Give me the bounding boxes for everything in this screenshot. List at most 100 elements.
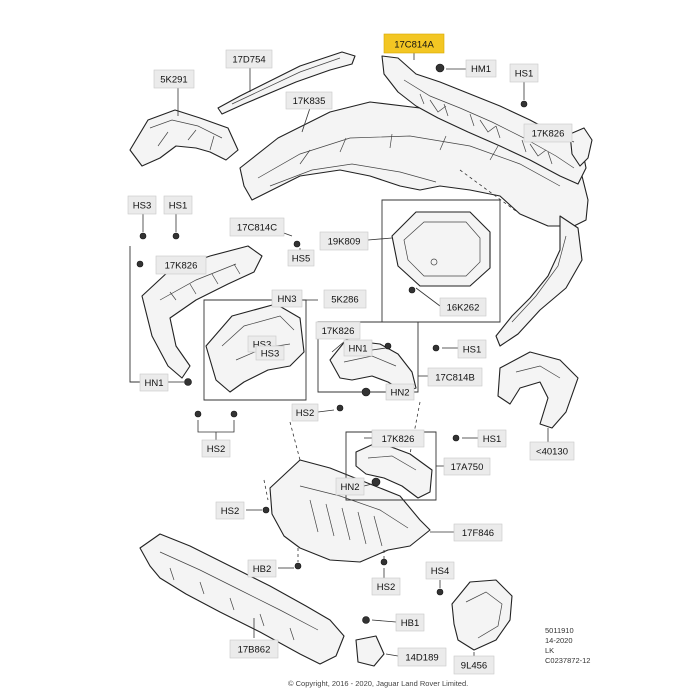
callout-hs1-left-text: HS1 xyxy=(169,201,187,212)
callout-17a750-text: 17A750 xyxy=(451,462,484,473)
callout-hs2-bottom[interactable]: HS2 xyxy=(371,577,401,596)
reference-line-3: LK xyxy=(545,646,555,655)
callout-17k826-low[interactable]: 17K826 xyxy=(371,429,425,448)
part-17f846-undertray xyxy=(269,459,431,563)
part-17a750-bracket xyxy=(355,441,433,499)
callout-hs2-mid-text: HS2 xyxy=(296,408,314,419)
callout-17k826-right[interactable]: 17K826 xyxy=(523,123,573,143)
callout-17f846[interactable]: 17F846 xyxy=(453,523,503,542)
callout-hn2-mid-text: HN2 xyxy=(390,388,409,399)
callout-17k835[interactable]: 17K835 xyxy=(285,91,333,110)
fasteners xyxy=(136,63,528,624)
part-40130-bracket xyxy=(497,351,579,429)
callout-hm1-top-text: HM1 xyxy=(471,64,491,75)
callout-5k291[interactable]: 5K291 xyxy=(153,69,195,89)
callout-hs4-text: HS4 xyxy=(431,566,449,577)
callout-hs2-mid[interactable]: HS2 xyxy=(291,403,319,422)
callout-hn1-mid-text: HN1 xyxy=(348,344,367,355)
callout-hs4[interactable]: HS4 xyxy=(425,561,455,580)
callout-16k262-text: 16K262 xyxy=(447,303,480,314)
callout-17c814a[interactable]: 17C814A xyxy=(383,33,445,54)
callout-17a750[interactable]: 17A750 xyxy=(443,457,491,476)
group-box-17c814b xyxy=(317,321,419,393)
callout-hn2-low-text: HN2 xyxy=(340,482,359,493)
callout-hn2-mid[interactable]: HN2 xyxy=(385,383,415,401)
reference-line-2: 14-2020 xyxy=(545,636,573,645)
callout-hn3-text: HN3 xyxy=(277,294,296,305)
callout-hs1-left[interactable]: HS1 xyxy=(163,195,193,215)
callout-17k826-left-text: 17K826 xyxy=(165,261,198,272)
callout-hs3-left[interactable]: HS3 xyxy=(127,195,157,215)
callout-17k826-right-text: 17K826 xyxy=(532,129,565,140)
callout-hs2-left[interactable]: HS2 xyxy=(201,439,231,458)
callout-hn1-left[interactable]: HN1 xyxy=(139,373,169,392)
callout-hs1-mid-text: HS1 xyxy=(463,345,481,356)
callout-hb1[interactable]: HB1 xyxy=(395,613,425,632)
callout-17c814b-text: 17C814B xyxy=(435,373,475,384)
part-5k291-bracket xyxy=(129,109,239,167)
callout-hs3-mid-text: HS3 xyxy=(253,340,271,351)
part-17c814a-reinforcement xyxy=(381,55,587,185)
part-19k809-group xyxy=(381,199,501,323)
callout-16k262[interactable]: 16K262 xyxy=(439,297,487,317)
callout-17k826-left[interactable]: 17K826 xyxy=(155,255,207,275)
callout-hs3-left-text: HS3 xyxy=(133,201,151,212)
callout-17c814c-text: 17C814C xyxy=(237,223,277,234)
copyright-notice: © Copyright, 2016 - 2020, Jaguar Land Ro… xyxy=(288,679,469,688)
callout-hs2-left-text: HS2 xyxy=(207,444,225,455)
callout-hn1-left-text: HN1 xyxy=(144,378,163,389)
callout-hs1-low[interactable]: HS1 xyxy=(477,429,507,448)
callout-14d189[interactable]: 14D189 xyxy=(397,647,447,667)
part-17k826-right-bracket xyxy=(569,127,593,167)
callout-19k809-text: 19K809 xyxy=(328,237,361,248)
callout-17k826-mid-text: 17K826 xyxy=(322,326,355,337)
callout-5k291-text: 5K291 xyxy=(160,75,187,86)
callout-hn2-low[interactable]: HN2 xyxy=(335,477,365,496)
callout-hm1-top[interactable]: HM1 xyxy=(465,59,497,78)
callout-hb2-text: HB2 xyxy=(253,564,271,575)
part-17b862-beam xyxy=(139,533,345,665)
callout-17c814c[interactable]: 17C814C xyxy=(229,217,285,237)
part-17d754-strip xyxy=(217,51,356,115)
part-14d189-clip xyxy=(355,635,385,667)
callout-17k826-low-text: 17K826 xyxy=(382,434,415,445)
reference-line-1: 5011910 xyxy=(545,626,574,635)
callout-17c814a-text: 17C814A xyxy=(394,40,434,51)
callout-9l456-text: 9L456 xyxy=(461,661,487,672)
callout-17k826-mid[interactable]: 17K826 xyxy=(315,321,361,340)
callout-hb2[interactable]: HB2 xyxy=(247,559,277,578)
callout-hs1-low-text: HS1 xyxy=(483,434,501,445)
callout-hn3[interactable]: HN3 xyxy=(271,289,303,308)
callout-40130-text: <40130 xyxy=(536,447,568,458)
callout-hb1-text: HB1 xyxy=(401,618,419,629)
callout-hs3-mid2[interactable]: HS3 xyxy=(255,345,285,361)
callout-hs2-bottom-text: HS2 xyxy=(377,582,395,593)
callout-hs2-low[interactable]: HS2 xyxy=(215,501,245,520)
callout-14d189-text: 14D189 xyxy=(405,653,438,664)
callout-17b862-text: 17B862 xyxy=(238,645,271,656)
callout-17d754-text: 17D754 xyxy=(232,55,265,66)
callout-40130[interactable]: <40130 xyxy=(529,441,575,461)
callout-hs1-top-text: HS1 xyxy=(515,69,533,80)
callout-5k286[interactable]: 5K286 xyxy=(323,289,367,309)
callout-hs5[interactable]: HS5 xyxy=(287,249,315,267)
callout-hs3-mid2-text: HS3 xyxy=(261,349,279,360)
callout-19k809[interactable]: 19K809 xyxy=(319,231,369,251)
callout-hs1-mid[interactable]: HS1 xyxy=(457,339,487,359)
callout-17f846-text: 17F846 xyxy=(462,528,494,539)
part-17k826-left-bracket xyxy=(141,245,263,379)
callout-hs1-top[interactable]: HS1 xyxy=(509,63,539,83)
reference-block: 5011910 14-2020 LK C0237872-12 xyxy=(545,626,590,666)
reference-line-4: C0237872-12 xyxy=(545,656,591,665)
callout-17c814b[interactable]: 17C814B xyxy=(427,367,483,387)
part-9l456-bracket xyxy=(451,579,513,651)
callout-17b862[interactable]: 17B862 xyxy=(229,639,279,659)
callout-17k835-text: 17K835 xyxy=(293,96,326,107)
callout-hs5-text: HS5 xyxy=(292,254,310,265)
callout-hs2-low-text: HS2 xyxy=(221,506,239,517)
callout-hn1-mid[interactable]: HN1 xyxy=(343,339,373,357)
dashed-leaders xyxy=(263,169,521,562)
callout-17d754[interactable]: 17D754 xyxy=(225,49,273,69)
callout-9l456[interactable]: 9L456 xyxy=(453,655,495,675)
